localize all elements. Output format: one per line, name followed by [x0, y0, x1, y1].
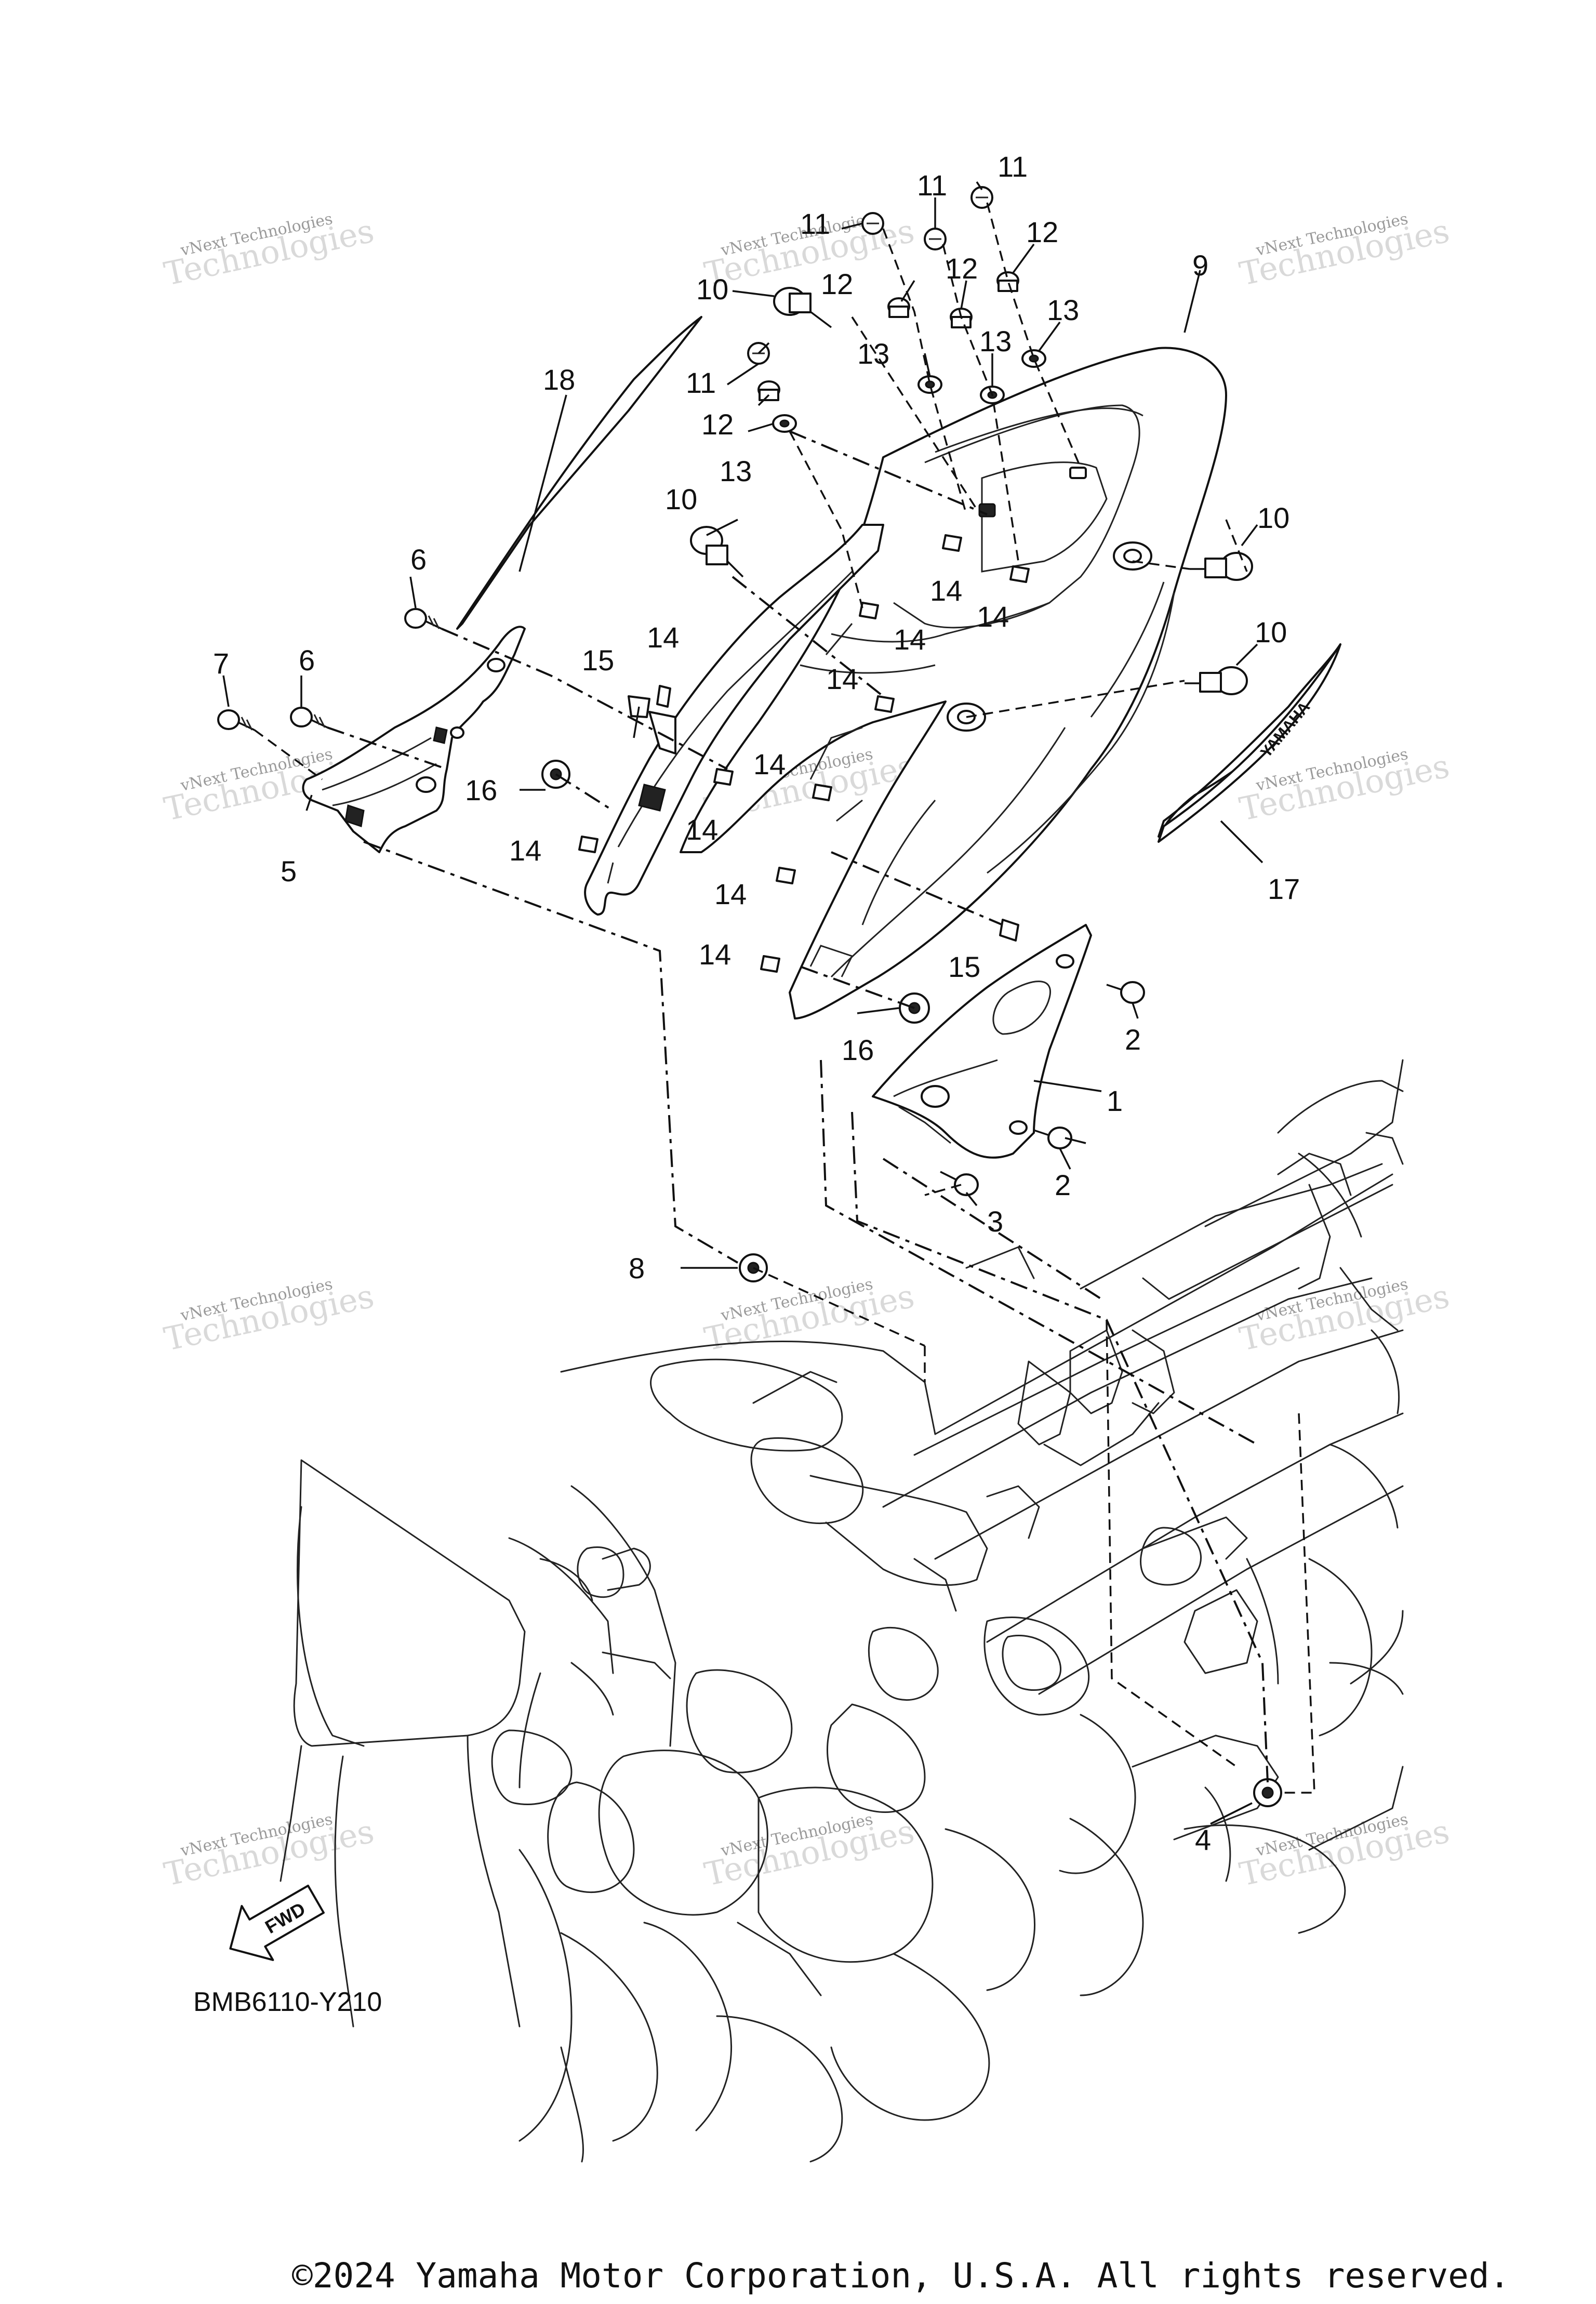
nut-icon — [1009, 565, 1030, 583]
nut-icon — [874, 695, 895, 713]
part-1-right-side-cover — [872, 924, 1092, 1159]
callout-16: 16 — [465, 774, 497, 806]
bolt-icon — [290, 707, 328, 729]
collar-icon — [887, 297, 910, 318]
callout-10: 10 — [696, 273, 728, 306]
nut-icon — [859, 602, 879, 619]
nut-icon — [942, 534, 962, 552]
callout-13: 13 — [979, 325, 1012, 357]
fasteners — [217, 186, 1282, 1807]
screw-icon — [924, 228, 947, 250]
collar-icon — [996, 271, 1019, 292]
callout-6: 6 — [299, 644, 315, 677]
part-9-rear-cowl — [680, 347, 1227, 1019]
callout-17: 17 — [1268, 872, 1300, 905]
nut-icon — [812, 784, 832, 801]
washer-icon — [1021, 349, 1046, 368]
callout-14: 14 — [509, 834, 541, 867]
motorcycle-frame-outline — [280, 1059, 1404, 2163]
collar-icon — [757, 380, 780, 401]
bolt-icon — [404, 608, 442, 630]
grommet-icon — [1253, 1778, 1282, 1807]
callout-13: 13 — [720, 455, 752, 487]
nut-icon — [776, 867, 796, 884]
callout-8: 8 — [629, 1252, 645, 1285]
callout-16: 16 — [842, 1034, 874, 1066]
callout-11: 11 — [800, 207, 830, 240]
callout-14: 14 — [686, 813, 718, 846]
callout-1: 1 — [1107, 1084, 1123, 1117]
callout-13: 13 — [857, 337, 889, 370]
callout-11: 11 — [686, 366, 716, 399]
callout-6: 6 — [410, 543, 427, 576]
callout-10: 10 — [1257, 501, 1289, 534]
callout-11: 11 — [998, 150, 1028, 183]
callout-3: 3 — [987, 1205, 1003, 1238]
callout-14: 14 — [714, 878, 747, 910]
bolt-icon — [773, 287, 832, 328]
grab-rail-left — [584, 524, 884, 916]
screw-icon — [861, 212, 884, 235]
copyright-text: ©2024 Yamaha Motor Corporation, U.S.A. A… — [292, 2256, 1510, 2296]
callout-12: 12 — [821, 268, 853, 300]
assembly-lines — [254, 202, 1315, 1794]
callout-7: 7 — [213, 647, 229, 680]
callout-18: 18 — [543, 363, 575, 396]
nut-icon — [713, 768, 734, 786]
leader-lines — [222, 181, 1264, 1825]
part-18-decal — [456, 316, 702, 630]
bolt-icon — [1106, 981, 1145, 1004]
callout-14: 14 — [647, 621, 679, 654]
callout-10: 10 — [1255, 616, 1287, 648]
callout-5: 5 — [281, 855, 297, 888]
nut-icon — [578, 836, 598, 853]
callout-14: 14 — [826, 663, 858, 695]
clip-icon — [999, 919, 1019, 942]
callout-15: 15 — [582, 644, 614, 677]
bolt-icon — [217, 709, 255, 731]
callout-9: 9 — [1192, 249, 1208, 282]
bolt-icon — [690, 526, 744, 578]
callout-11: 11 — [917, 169, 947, 202]
diagram-code: BMB6110-Y210 — [193, 1987, 382, 2017]
callout-15: 15 — [948, 950, 980, 983]
callout-10: 10 — [665, 483, 697, 515]
callout-12: 12 — [1026, 216, 1058, 248]
callout-14: 14 — [753, 748, 786, 780]
callout-14: 14 — [894, 623, 926, 656]
callout-2: 2 — [1055, 1169, 1071, 1201]
callout-12: 12 — [701, 408, 734, 441]
bolt-icon — [1190, 552, 1253, 581]
nut-icon — [656, 685, 671, 708]
bolt-icon — [1185, 666, 1248, 695]
washer-icon — [772, 414, 797, 433]
callout-2: 2 — [1125, 1023, 1141, 1056]
callout-labels: 1 2 2 3 4 5 6 6 7 8 9 10 10 10 10 11 11 … — [213, 150, 1300, 1856]
bolt-icon — [940, 1171, 979, 1196]
callout-13: 13 — [1047, 294, 1079, 326]
callout-14: 14 — [977, 600, 1009, 633]
fwd-arrow-icon: FWD — [229, 1885, 325, 1961]
nut-icon — [760, 955, 780, 973]
washer-icon — [917, 375, 942, 394]
screw-icon — [970, 186, 993, 209]
callout-14: 14 — [930, 574, 962, 607]
callout-12: 12 — [946, 252, 978, 285]
callout-14: 14 — [699, 938, 731, 971]
part-5-left-side-cover — [302, 626, 526, 853]
callout-4: 4 — [1195, 1823, 1211, 1856]
